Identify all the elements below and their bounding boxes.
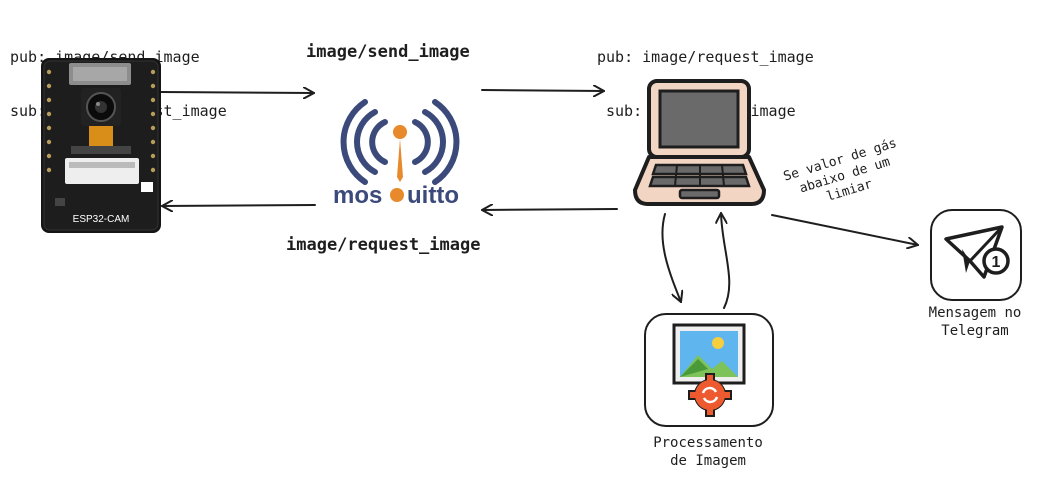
arrow-pc-to-processing bbox=[661, 213, 681, 302]
esp32-cam-board: ESP32-CAM bbox=[41, 58, 161, 233]
telegram-icon: 1 bbox=[944, 225, 1010, 279]
mosquitto-text-b: uitto bbox=[407, 182, 459, 209]
topic-request-image: image/request_image bbox=[286, 235, 481, 255]
laptop-icon bbox=[633, 79, 766, 206]
arrow-processing-to-pc bbox=[721, 213, 731, 309]
arrow-broker-to-esp bbox=[162, 205, 316, 206]
svg-text:1: 1 bbox=[992, 254, 1001, 271]
mosquitto-text-a: mos bbox=[333, 182, 382, 209]
arrow-pc-to-broker bbox=[482, 209, 618, 210]
arrow-esp-to-broker bbox=[159, 92, 314, 93]
processing-label: Processamento de Imagem bbox=[653, 435, 763, 469]
telegram-card: 1 bbox=[930, 209, 1022, 301]
topic-send-image: image/send_image bbox=[306, 42, 470, 62]
computer-pub-label: pub: image/request_image bbox=[597, 48, 814, 66]
processing-card bbox=[644, 313, 774, 427]
arrow-broker-to-pc bbox=[481, 90, 604, 91]
esp32-board-label: ESP32-CAM bbox=[73, 214, 130, 225]
image-processing-icon bbox=[672, 323, 746, 417]
telegram-label: Mensagem no Telegram bbox=[928, 305, 1022, 339]
arrow-pc-to-telegram bbox=[771, 214, 918, 245]
mosquitto-logo: mos uitto bbox=[333, 99, 460, 209]
